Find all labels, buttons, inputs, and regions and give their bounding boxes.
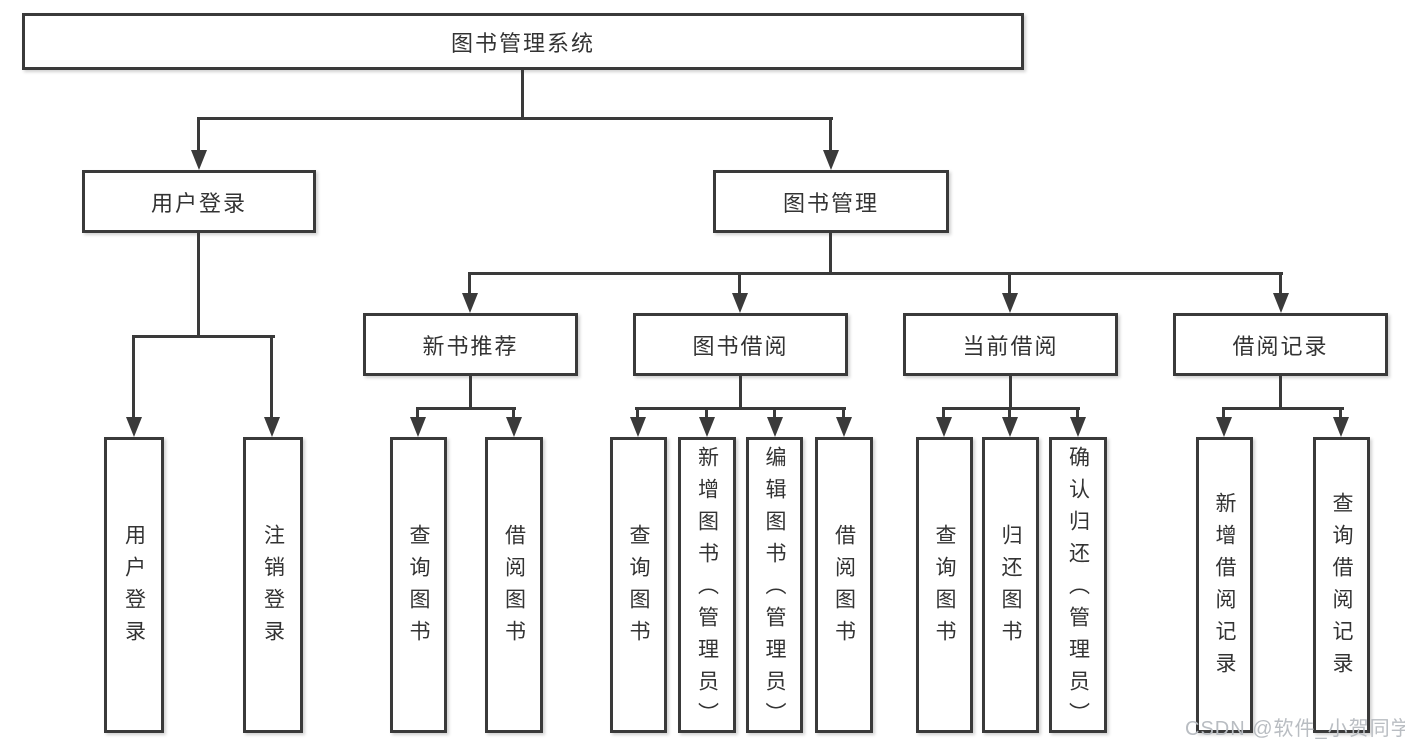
arrowhead-down-br-add xyxy=(1216,417,1232,437)
connector-root-trunk xyxy=(521,70,524,120)
connector-book-borrow-branch xyxy=(635,407,846,410)
arrowhead-down-new-book xyxy=(462,293,478,313)
connector-stub-cb-return xyxy=(1008,407,1011,420)
connector-current-borrow-branch xyxy=(942,407,1080,410)
arrowhead-down-user-login xyxy=(191,150,207,170)
leaf-confirm-return-admin: 确认归还（管理员） xyxy=(1049,437,1107,734)
connector-stub-user-login xyxy=(197,117,200,151)
arrowhead-down-logout-leaf xyxy=(264,417,280,437)
connector-book-borrow-trunk xyxy=(739,376,742,410)
node-borrow-records: 借阅记录 xyxy=(1173,313,1388,376)
arrowhead-down-current-borrow xyxy=(1002,293,1018,313)
leaf-query-borrow-record: 查询借阅记录 xyxy=(1313,437,1370,733)
connector-stub-borrow-records xyxy=(1279,272,1282,295)
arrowhead-down-login-leaf xyxy=(126,417,142,437)
node-library-management-system: 图书管理系统 xyxy=(22,13,1024,70)
leaf-add-borrow-record: 新增借阅记录 xyxy=(1196,437,1253,733)
connector-root-branch xyxy=(197,117,833,120)
arrowhead-down-book-borrow xyxy=(732,293,748,313)
connector-user-login-branch xyxy=(132,335,275,338)
arrowhead-down-nb-query xyxy=(410,417,426,437)
watermark: CSDN @软件_小贺同学 xyxy=(1185,718,1405,740)
connector-stub-cb-confirm xyxy=(1076,407,1079,420)
connector-stub-nb-query xyxy=(416,407,419,420)
connector-current-borrow-trunk xyxy=(1009,376,1012,410)
arrowhead-down-bb-borrow xyxy=(836,417,852,437)
connector-stub-cb-query xyxy=(942,407,945,420)
connector-book-management-branch xyxy=(468,272,1283,275)
leaf-user-login: 用户登录 xyxy=(104,437,164,733)
leaf-query-books-current: 查询图书 xyxy=(916,437,973,733)
connector-stub-bb-query xyxy=(636,407,639,420)
connector-stub-new-book xyxy=(468,272,471,295)
node-book-management: 图书管理 xyxy=(713,170,949,233)
connector-stub-book-borrow xyxy=(738,272,741,295)
node-current-borrow: 当前借阅 xyxy=(903,313,1118,376)
connector-stub-br-add xyxy=(1222,407,1225,420)
leaf-edit-book-admin: 编辑图书（管理员） xyxy=(746,437,803,734)
node-user-login: 用户登录 xyxy=(82,170,316,233)
connector-stub-logout-leaf xyxy=(270,335,273,419)
node-book-borrow: 图书借阅 xyxy=(633,313,848,376)
connector-new-book-branch xyxy=(416,407,516,410)
arrowhead-down-cb-query xyxy=(936,417,952,437)
arrowhead-down-br-query xyxy=(1333,417,1349,437)
leaf-logout: 注销登录 xyxy=(243,437,303,733)
connector-new-book-trunk xyxy=(469,376,472,410)
connector-stub-current-borrow xyxy=(1008,272,1011,295)
connector-stub-bb-borrow xyxy=(842,407,845,420)
arrowhead-down-bb-edit xyxy=(767,417,783,437)
arrowhead-down-cb-return xyxy=(1002,417,1018,437)
arrowhead-down-bb-query xyxy=(630,417,646,437)
connector-stub-br-query xyxy=(1339,407,1342,420)
leaf-return-book: 归还图书 xyxy=(982,437,1039,733)
connector-stub-book-management xyxy=(829,117,832,151)
leaf-add-book-admin: 新增图书（管理员） xyxy=(678,437,736,734)
connector-book-management-trunk xyxy=(829,233,832,275)
connector-stub-nb-borrow xyxy=(512,407,515,420)
connector-user-login-trunk xyxy=(197,233,200,338)
leaf-borrow-books: 借阅图书 xyxy=(815,437,873,733)
leaf-borrow-books-recommend: 借阅图书 xyxy=(485,437,543,733)
connector-borrow-records-trunk xyxy=(1279,376,1282,410)
arrowhead-down-book-management xyxy=(823,150,839,170)
leaf-query-books-borrow: 查询图书 xyxy=(610,437,667,733)
node-new-book-recommend: 新书推荐 xyxy=(363,313,578,376)
connector-stub-bb-edit xyxy=(773,407,776,420)
leaf-query-books-recommend: 查询图书 xyxy=(390,437,447,733)
arrowhead-down-nb-borrow xyxy=(506,417,522,437)
connector-borrow-records-branch xyxy=(1222,407,1344,410)
connector-stub-login-leaf xyxy=(132,335,135,419)
connector-stub-bb-add xyxy=(705,407,708,420)
arrowhead-down-borrow-records xyxy=(1273,293,1289,313)
arrowhead-down-bb-add xyxy=(699,417,715,437)
arrowhead-down-cb-confirm xyxy=(1070,417,1086,437)
